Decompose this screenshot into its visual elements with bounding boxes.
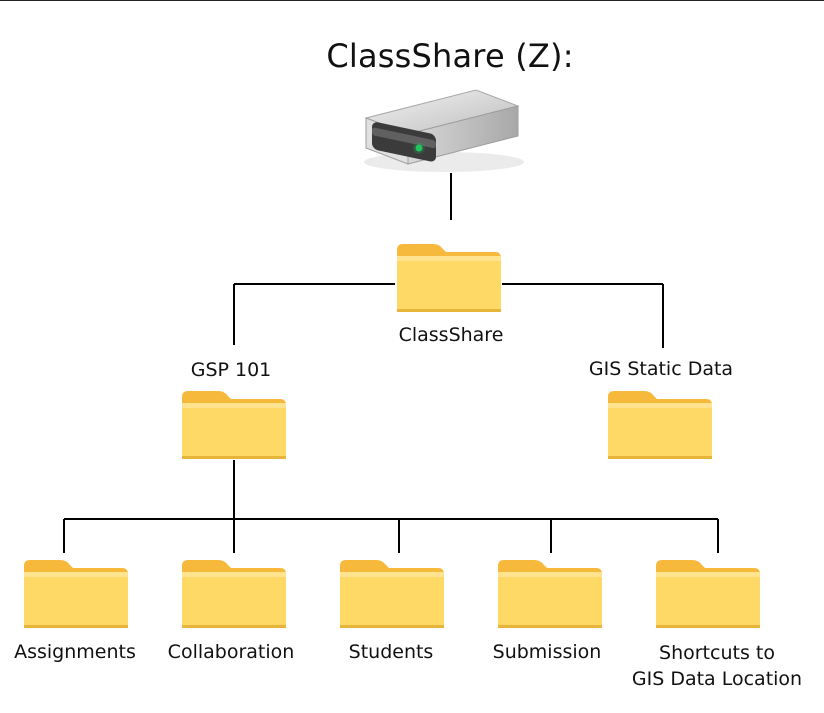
folder-icon-gis-static-data — [608, 391, 712, 459]
folder-icon-students — [340, 560, 444, 628]
drive-led-icon — [415, 144, 423, 152]
folder-label-classshare: ClassShare — [398, 324, 504, 346]
folder-label-shortcuts-line2: GIS Data Location — [631, 668, 803, 690]
folder-icon-shortcuts — [656, 560, 760, 628]
folder-label-gis-static-data: GIS Static Data — [588, 358, 734, 380]
folder-icon-classshare — [397, 244, 501, 312]
folder-icon-gsp-101 — [182, 391, 286, 459]
folder-label-shortcuts-line1: Shortcuts to — [659, 642, 775, 664]
folder-label-submission: Submission — [492, 641, 602, 663]
folder-icon-assignments — [24, 560, 128, 628]
folder-icon-collaboration — [182, 560, 286, 628]
folder-label-assignments: Assignments — [14, 641, 136, 663]
folder-label-students: Students — [348, 641, 434, 663]
folder-label-gsp-101: GSP 101 — [190, 359, 272, 381]
folder-label-shortcuts: Shortcuts to GIS Data Location — [617, 640, 817, 692]
hard-drive-icon — [364, 89, 524, 172]
top-border — [0, 0, 824, 1]
drive-title: ClassShare (Z): — [326, 37, 574, 75]
folder-label-collaboration: Collaboration — [167, 641, 295, 663]
connector-lines — [63, 173, 719, 553]
folder-icon-submission — [498, 560, 602, 628]
